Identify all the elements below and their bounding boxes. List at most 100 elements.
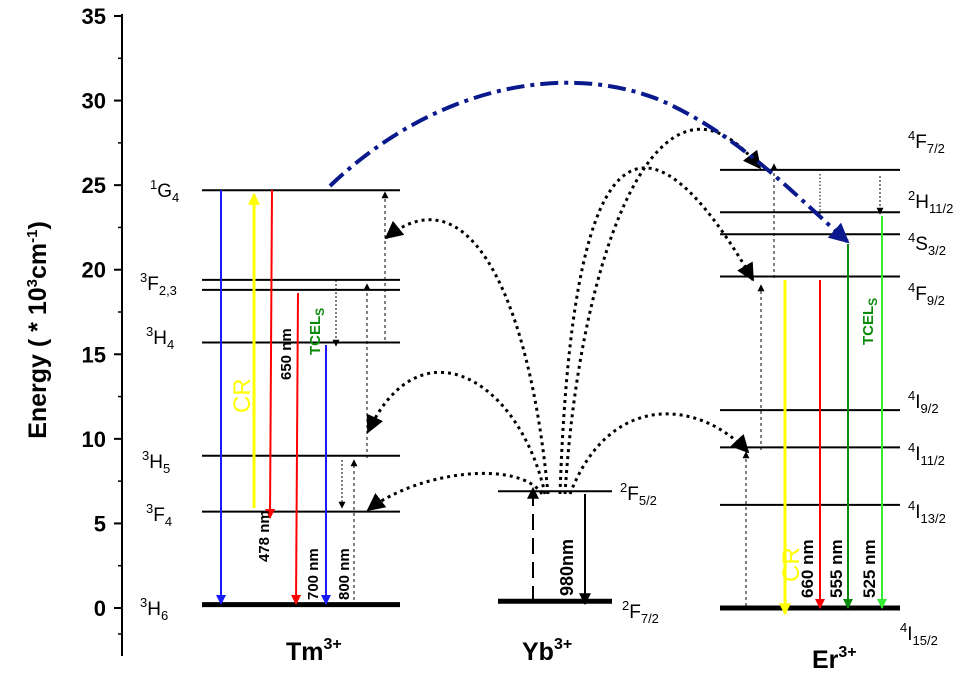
level-label: 1G4 (150, 177, 179, 205)
term-letter: H (915, 192, 929, 213)
term-j-value: 13/2 (921, 511, 946, 526)
yb-ion-label: Yb3+ (522, 636, 572, 666)
level-label: 4I9/2 (908, 388, 939, 416)
term-multiplicity: 2 (908, 188, 915, 203)
term-j-value: 9/2 (927, 293, 945, 308)
tm-cr-label: CR (229, 378, 256, 413)
er-ion-label: Er3+ (812, 644, 857, 674)
term-letter: S (915, 234, 928, 255)
level-label: 4S3/2 (908, 230, 946, 258)
tm-tcels-sub: S (313, 308, 327, 316)
et-curve-to-er-i112 (568, 412, 750, 495)
yb-980-label: 980nm (557, 539, 577, 596)
y-axis-title-main: Energy ( * 10 (24, 287, 52, 438)
et-curve-to-er-f92 (558, 166, 755, 495)
term-multiplicity: 3 (146, 324, 153, 339)
tm-red-700-arrow (291, 292, 302, 605)
level-label: 3H6 (140, 595, 168, 623)
tm-tcels-label: TCELS (307, 308, 327, 355)
yb-ion-base: Yb (522, 638, 554, 666)
tm-478-label: 478 nm (256, 510, 273, 562)
tm-700-label: 700 nm (305, 548, 322, 600)
term-multiplicity: 3 (140, 595, 147, 610)
level-label: 4I13/2 (908, 498, 946, 526)
er-660-label: 660 nm (798, 539, 817, 598)
y-tick-label: 0 (94, 596, 106, 621)
term-multiplicity: 2 (620, 480, 627, 495)
term-letter: F (627, 484, 639, 505)
level-label: 3F4 (146, 501, 172, 529)
er-ion-base: Er (812, 646, 839, 674)
term-letter: F (629, 602, 641, 623)
term-letter: H (149, 452, 163, 473)
term-multiplicity: 4 (908, 280, 915, 295)
tm-ion-label: Tm3+ (286, 636, 342, 666)
y-axis-title-mid: cm (24, 243, 52, 279)
term-j-value: 4 (172, 190, 179, 205)
et-curve-to-tm-h5 (366, 370, 547, 495)
term-multiplicity: 4 (908, 498, 915, 513)
term-j-value: 9/2 (921, 401, 939, 416)
y-tick-label: 20 (82, 258, 106, 283)
term-letter: F (153, 505, 165, 526)
term-letter: H (147, 599, 161, 620)
er-tcels-label: TCELS (860, 298, 880, 345)
er-transitions: CR 660 nm 555 nm 525 nm TCELS (742, 163, 887, 616)
term-multiplicity: 4 (900, 620, 907, 635)
term-multiplicity: 4 (908, 440, 915, 455)
tm-tcels-base: TCEL (307, 316, 324, 355)
term-j-value: 7/2 (927, 141, 945, 156)
level-label: 2F5/2 (620, 480, 657, 508)
y-axis-title-end: ) (24, 221, 52, 229)
term-letter: G (157, 181, 172, 202)
term-multiplicity: 4 (908, 388, 915, 403)
et-curve-to-tm-f4 (366, 471, 544, 512)
term-multiplicity: 3 (140, 270, 147, 285)
level-label: 4I11/2 (908, 440, 945, 468)
term-multiplicity: 1 (150, 177, 157, 192)
level-label: 4F9/2 (908, 280, 945, 308)
y-tick-label: 5 (94, 511, 106, 536)
tm-ion-base: Tm (286, 638, 324, 666)
term-j-value: 2,3 (159, 283, 177, 298)
yb-ion-sup: 3+ (554, 636, 572, 653)
tm-650-label: 650 nm (278, 328, 295, 380)
tm-ion-sup: 3+ (324, 636, 342, 653)
term-letter: I (915, 502, 920, 523)
level-label: 3H5 (142, 448, 170, 476)
term-letter: F (915, 284, 927, 305)
et-curve-to-er-f72 (563, 127, 762, 495)
term-letter: F (915, 132, 927, 153)
term-j-value: 15/2 (913, 633, 938, 648)
term-letter: F (147, 274, 159, 295)
term-multiplicity: 3 (142, 448, 149, 463)
term-letter: H (153, 328, 167, 349)
tm-transitions: CR 650 nm 478 nm 700 nm 800 nm TCELS (216, 189, 389, 606)
er-cr-label: CR (778, 547, 805, 582)
term-j-value: 5/2 (639, 493, 657, 508)
level-label: 2F7/2 (622, 598, 659, 626)
er-tcels-sub: S (866, 298, 880, 306)
term-j-value: 3/2 (928, 243, 946, 258)
term-j-value: 11/2 (921, 453, 945, 468)
tm-to-er-energy-transfer-curve (328, 80, 850, 244)
y-tick-label: 10 (82, 427, 106, 452)
term-j-value: 11/2 (929, 201, 953, 216)
term-letter: I (907, 624, 912, 645)
level-label: 2H11/2 (908, 188, 953, 216)
level-label: 3F2,3 (140, 270, 177, 298)
term-j-value: 6 (161, 608, 168, 623)
y-axis-title-sup2: -1 (24, 230, 41, 243)
y-tick-label: 30 (82, 89, 106, 114)
er-555-label: 555 nm (827, 539, 846, 598)
term-multiplicity: 4 (908, 128, 915, 143)
er-tcels-base: TCEL (860, 306, 877, 345)
term-multiplicity: 2 (622, 598, 629, 613)
y-axis-title-sup1: 3 (24, 279, 41, 287)
term-multiplicity: 3 (146, 501, 153, 516)
term-letter: I (915, 392, 920, 413)
et-curve-to-tm-f23 (384, 218, 550, 495)
level-label: 3H4 (146, 324, 174, 352)
